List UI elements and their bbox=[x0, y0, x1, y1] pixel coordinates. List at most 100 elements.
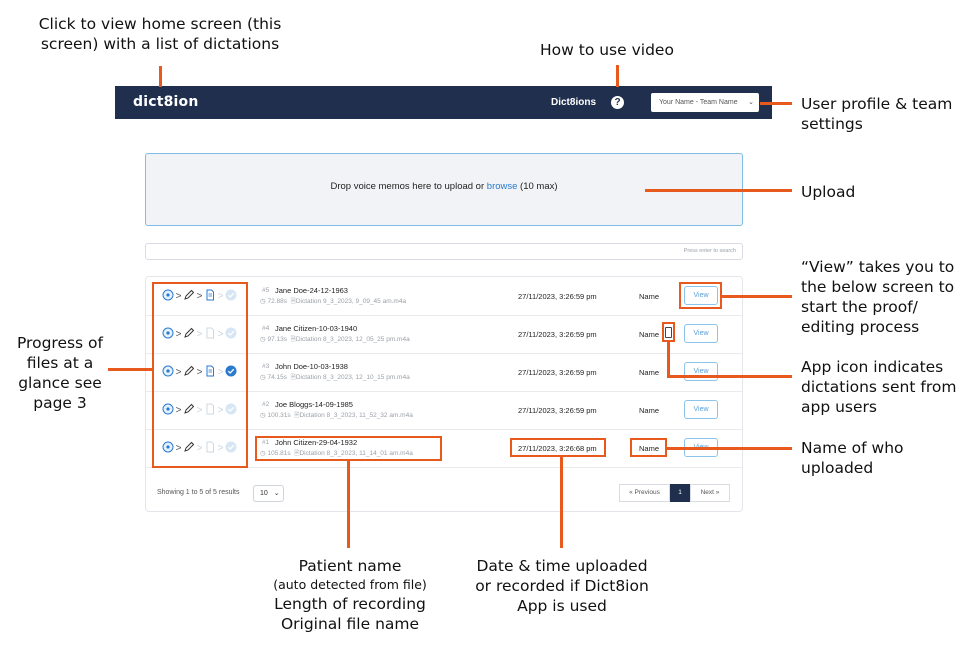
voice-bubble-icon bbox=[162, 364, 174, 382]
progress-indicator: >>> bbox=[162, 326, 237, 344]
next-page-button[interactable]: Next » bbox=[690, 484, 730, 502]
search-input[interactable]: Press enter to search bbox=[145, 243, 743, 260]
uploader-name: Name bbox=[639, 406, 660, 415]
page-1-button[interactable]: 1 bbox=[670, 484, 690, 502]
recording-length: 72.88s bbox=[267, 298, 288, 305]
clock-icon: ◷ bbox=[260, 298, 268, 305]
arrow-icon: > bbox=[175, 443, 182, 454]
upload-date: 27/11/2023, 3:26:59 pm bbox=[518, 330, 597, 339]
arrow-icon: > bbox=[196, 405, 203, 416]
document-icon bbox=[204, 326, 216, 344]
progress-highlight-box bbox=[152, 282, 248, 468]
document-icon bbox=[204, 440, 216, 458]
patient-name: John Citizen-29-04-1932 bbox=[275, 438, 358, 447]
annotation-home: Click to view home screen (this screen) … bbox=[38, 15, 282, 53]
top-navbar: dict8ion Dict8ions ? Your Name - Team Na… bbox=[115, 86, 772, 119]
pencil-icon bbox=[183, 402, 195, 420]
help-video-icon[interactable]: ? bbox=[611, 96, 624, 109]
upload-date: 27/11/2023, 3:26:68 pm bbox=[518, 444, 597, 453]
arrow-icon: > bbox=[196, 367, 203, 378]
connector-line bbox=[347, 461, 350, 548]
connector-line bbox=[667, 447, 792, 450]
progress-indicator: >>> bbox=[162, 364, 237, 382]
chevron-down-icon: ⌄ bbox=[273, 490, 280, 497]
annotation-video: How to use video bbox=[540, 41, 674, 59]
file-name: Dictation 9_3_2023, 9_09_45 am.m4a bbox=[295, 298, 407, 305]
progress-indicator: >>> bbox=[162, 288, 237, 306]
dictation-number: #3 bbox=[262, 363, 270, 370]
connector-line bbox=[667, 375, 792, 378]
arrow-icon: > bbox=[217, 443, 224, 454]
home-logo-link[interactable]: dict8ion bbox=[133, 94, 199, 110]
previous-page-button[interactable]: « Previous bbox=[619, 484, 670, 502]
uploader-name: Name bbox=[639, 368, 660, 377]
dict8ions-nav-link[interactable]: Dict8ions bbox=[551, 97, 597, 108]
connector-line bbox=[645, 189, 792, 192]
user-team-select[interactable]: Your Name - Team Name ⌄ bbox=[651, 93, 759, 112]
connector-line bbox=[722, 295, 792, 298]
view-button[interactable]: View bbox=[684, 286, 718, 305]
voice-bubble-icon bbox=[162, 288, 174, 306]
file-icon: 🗎 bbox=[287, 374, 296, 381]
upload-date: 27/11/2023, 3:26:59 pm bbox=[518, 368, 597, 377]
arrow-icon: > bbox=[217, 367, 224, 378]
dictation-number: #2 bbox=[262, 401, 270, 408]
view-button[interactable]: View bbox=[684, 324, 718, 343]
view-button[interactable]: View bbox=[684, 400, 718, 419]
dictation-meta: ◷ 74.15s 🗎Dictation 8_3_2023, 12_10_15 p… bbox=[260, 373, 410, 384]
upload-date: 27/11/2023, 3:26:59 pm bbox=[518, 292, 597, 301]
dictation-meta: ◷ 72.88s 🗎Dictation 9_3_2023, 9_09_45 am… bbox=[260, 297, 406, 308]
file-name: Dictation 8_3_2023, 12_10_15 pm.m4a bbox=[295, 374, 410, 381]
document-icon bbox=[204, 402, 216, 420]
arrow-icon: > bbox=[217, 405, 224, 416]
voice-bubble-icon bbox=[162, 440, 174, 458]
date-highlight-box bbox=[510, 438, 606, 457]
mobile-app-icon bbox=[665, 327, 672, 338]
clock-icon: ◷ bbox=[260, 450, 268, 457]
voice-bubble-icon bbox=[162, 326, 174, 344]
connector-line bbox=[616, 65, 619, 87]
annotation-view: “View” takes you to the below screen to … bbox=[801, 258, 955, 336]
check-circle-icon bbox=[225, 326, 237, 344]
connector-line bbox=[760, 102, 792, 105]
pencil-icon bbox=[183, 326, 195, 344]
arrow-icon: > bbox=[175, 291, 182, 302]
arrow-icon: > bbox=[196, 329, 203, 340]
voice-bubble-icon bbox=[162, 402, 174, 420]
progress-indicator: >>> bbox=[162, 440, 237, 458]
connector-line bbox=[108, 368, 152, 371]
pagination: « Previous 1 Next » bbox=[619, 484, 730, 502]
dictation-number: #5 bbox=[262, 287, 270, 294]
annotation-progress: Progress of files at a glance see page 3 bbox=[16, 334, 103, 412]
view-button[interactable]: View bbox=[684, 362, 718, 381]
browse-link[interactable]: browse bbox=[486, 181, 518, 192]
arrow-icon: > bbox=[217, 291, 224, 302]
annotation-upload: Upload bbox=[801, 183, 856, 201]
file-icon: 🗎 bbox=[287, 336, 296, 343]
connector-line bbox=[560, 457, 563, 548]
uploader-highlight-box bbox=[630, 438, 667, 457]
annotation-profile: User profile & team settings bbox=[801, 95, 953, 133]
check-circle-icon bbox=[225, 440, 237, 458]
clock-icon: ◷ bbox=[260, 412, 268, 419]
clock-icon: ◷ bbox=[260, 336, 268, 343]
file-name: Dictation 8_3_2023, 11_14_01 am.m4a bbox=[299, 450, 413, 457]
arrow-icon: > bbox=[175, 405, 182, 416]
pencil-icon bbox=[183, 288, 195, 306]
file-name: Dictation 8_3_2023, 11_52_32 am.m4a bbox=[299, 412, 413, 419]
progress-indicator: > > > bbox=[162, 402, 237, 420]
uploader-name: Name bbox=[639, 292, 660, 301]
per-page-select[interactable]: 10 ⌄ bbox=[253, 485, 284, 502]
check-circle-icon bbox=[225, 402, 237, 420]
document-icon bbox=[204, 288, 216, 306]
upload-dropzone[interactable]: Drop voice memos here to upload or brows… bbox=[145, 153, 743, 226]
recording-length: 74.15s bbox=[267, 374, 288, 381]
file-icon: 🗎 bbox=[287, 298, 296, 305]
pencil-icon bbox=[183, 364, 195, 382]
results-summary: Showing 1 to 5 of 5 results bbox=[157, 489, 240, 496]
patient-highlight-box bbox=[255, 436, 442, 461]
